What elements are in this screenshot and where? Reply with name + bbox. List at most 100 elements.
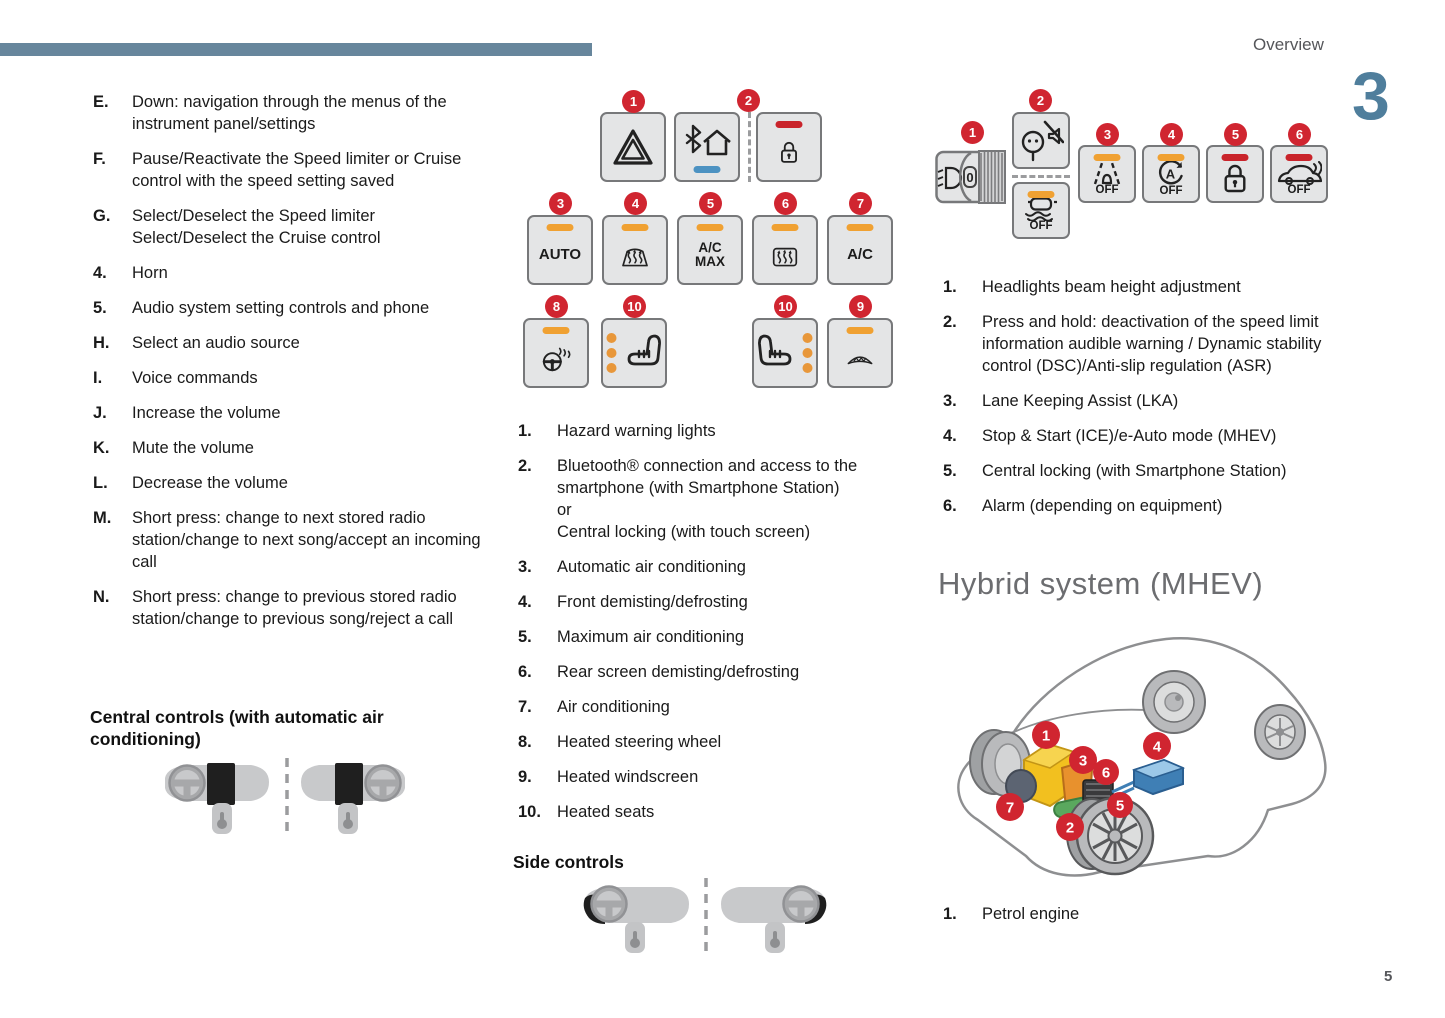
- list-item: 5.Audio system setting controls and phon…: [93, 297, 493, 319]
- item-text: Heated steering wheel: [557, 733, 722, 751]
- item-text: Lane Keeping Assist (LKA): [982, 392, 1179, 410]
- list-item: 6.Alarm (depending on equipment): [943, 495, 1341, 517]
- item-label: I.: [93, 369, 103, 387]
- item-label: E.: [93, 93, 109, 111]
- callout-badge-5: 5: [699, 192, 722, 215]
- side-controls-heading: Side controls: [513, 852, 624, 872]
- alarm-off-button: OFF: [1270, 145, 1328, 203]
- item-label: 2.: [943, 313, 957, 331]
- hybrid-badge-3: 3: [1079, 753, 1087, 770]
- item-text: Pause/Reactivate the Speed limiter or Cr…: [132, 150, 462, 190]
- dsc-asr-off-button: OFF: [1012, 182, 1070, 239]
- dial-zero-label: 0: [966, 170, 973, 185]
- hazard-warning-button: [600, 112, 666, 182]
- item-label: 9.: [518, 768, 532, 786]
- heated-windscreen-button: [827, 318, 893, 388]
- list-item: 4.Stop & Start (ICE)/e-Auto mode (MHEV): [943, 425, 1341, 447]
- list-item: K. Mute the volume: [93, 437, 493, 459]
- list-item: J.Increase the volume: [93, 402, 493, 424]
- central-locking-button: [756, 112, 822, 182]
- central-controls-heading: Central controls (with automatic air con…: [90, 707, 384, 750]
- hybrid-callout-badges: 1 3 6 4 5 7 2: [996, 721, 1171, 841]
- middle-reference-list: 1.Hazard warning lights 2.Bluetooth® con…: [518, 420, 916, 836]
- off-label: OFF: [1029, 219, 1053, 232]
- list-item: 2.Bluetooth® connection and access to th…: [518, 455, 916, 543]
- battery-unit: [1131, 758, 1186, 796]
- hybrid-badge-4: 4: [1153, 739, 1162, 756]
- list-item: 2. Press and hold: deactivation of the sp…: [943, 311, 1341, 377]
- dashboard-left-hand-drive: [165, 763, 269, 834]
- item-label: K.: [93, 439, 110, 457]
- item-label: 10.: [518, 803, 541, 821]
- heated-windscreen-icon: [847, 356, 873, 365]
- hybrid-system-heading: Hybrid system (MHEV): [938, 566, 1264, 601]
- item-label: N.: [93, 588, 110, 606]
- item-text: Central locking (with Smartphone Station…: [982, 462, 1287, 480]
- side-controls-buttons-diagram: 1 2 3 4 5 6 0: [933, 88, 1338, 253]
- item-text: Press and hold: deactivation of the spee…: [982, 313, 1322, 375]
- stop-start-icon: A: [1159, 159, 1183, 185]
- callout-badge-5: 5: [1224, 123, 1247, 146]
- seat-level-dots: [802, 333, 813, 373]
- hazard-triangle-icon: [613, 129, 653, 165]
- item-text: Maximum air conditioning: [557, 628, 745, 646]
- hybrid-reference-list: 1.Petrol engine: [943, 903, 1323, 938]
- ac-max-label: A/C MAX: [695, 231, 725, 269]
- callout-badge-2: 2: [737, 89, 760, 112]
- list-item: M. Short press: change to next stored rad…: [93, 507, 493, 573]
- red-indicator-bar: [1221, 154, 1249, 161]
- dashboard-right-hand-drive: [301, 763, 405, 834]
- orange-indicator-bar: [771, 224, 799, 231]
- steering-wheel-icon: [168, 764, 206, 802]
- item-label: 5.: [943, 462, 957, 480]
- blue-indicator-bar: [693, 166, 721, 173]
- item-text: Alarm (depending on equipment): [982, 497, 1223, 515]
- heated-seat-left-button: [601, 318, 667, 388]
- heated-steering-wheel-button: [523, 318, 589, 388]
- item-text: Mute the volume: [132, 439, 254, 457]
- hybrid-badge-6: 6: [1102, 765, 1110, 782]
- item-label: 2.: [518, 457, 532, 475]
- rear-demist-button: [752, 215, 818, 285]
- lka-icon: [1093, 162, 1121, 185]
- highlighted-central-controls-area: [207, 763, 235, 805]
- callout-badge-2: 2: [1029, 89, 1052, 112]
- list-item: L.Decrease the volume: [93, 472, 493, 494]
- item-label: M.: [93, 509, 112, 527]
- item-text: Short press: change to next stored radio…: [132, 509, 481, 571]
- list-item: 8.Heated steering wheel: [518, 731, 916, 753]
- item-label: 1.: [943, 278, 957, 296]
- central-controls-diagram: [165, 758, 405, 838]
- steering-wheel-icon: [590, 885, 628, 923]
- item-label: L.: [93, 474, 108, 492]
- padlock-icon: [1224, 164, 1246, 193]
- item-label: J.: [93, 404, 107, 422]
- red-indicator-bar: [1285, 154, 1313, 161]
- padlock-icon: [781, 141, 797, 163]
- callout-badge-3: 3: [549, 192, 572, 215]
- off-label: OFF: [1159, 184, 1183, 197]
- list-item: 5.Maximum air conditioning: [518, 626, 916, 648]
- orange-indicator-bar: [621, 224, 649, 231]
- item-text: Hazard warning lights: [557, 422, 716, 440]
- item-label: 6.: [518, 663, 532, 681]
- heated-steering-icon: [542, 347, 571, 372]
- auto-air-conditioning-button: AUTO: [527, 215, 593, 285]
- callout-badge-4: 4: [1160, 123, 1183, 146]
- dashboard-left-hand-drive: [583, 885, 689, 953]
- bluetooth-home-icon: [685, 124, 731, 156]
- list-item: 1.Headlights beam height adjustment: [943, 276, 1341, 298]
- list-item: N.Short press: change to previous stored…: [93, 586, 493, 630]
- front-demist-icon: [622, 248, 648, 267]
- central-controls-buttons-diagram: 1 2 3 4 5 6 7 8 10 10 9: [505, 88, 905, 393]
- rear-left-wheel: [1142, 670, 1206, 734]
- list-item: G.Select/Deselect the Speed limiter Sele…: [93, 205, 493, 249]
- list-item: 4.Front demisting/defrosting: [518, 591, 916, 613]
- ac-label: A/C: [847, 246, 873, 264]
- header-accent-bar: [0, 43, 592, 56]
- ac-max-button: A/C MAX: [677, 215, 743, 285]
- item-label: 7.: [518, 698, 532, 716]
- orange-indicator-bar: [1157, 154, 1185, 161]
- front-demist-button: [602, 215, 668, 285]
- ac-max-line2: MAX: [695, 254, 725, 269]
